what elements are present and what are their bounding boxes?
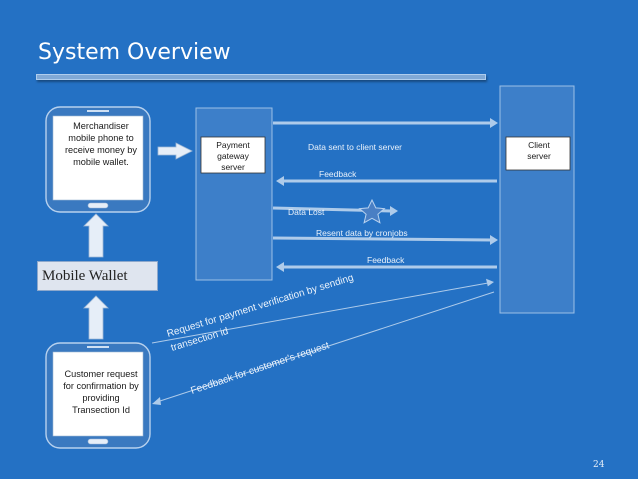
client-server-line: server	[527, 151, 551, 161]
customer-phone	[45, 342, 151, 449]
arrow-data-sent	[273, 118, 498, 128]
client-server-column	[499, 85, 575, 314]
payment-gateway-column	[195, 107, 273, 281]
merchandiser-line: Merchandiser	[73, 121, 129, 131]
arrow-feedback-2	[276, 262, 497, 272]
payment-gateway-line: gateway	[217, 151, 249, 161]
payment-gateway-line: server	[221, 162, 245, 172]
client-server-text: Client server	[506, 140, 572, 162]
arrow-wallet-to-merchandiser	[83, 213, 109, 258]
label-feedback-customer: Feedback for customer's request	[189, 340, 330, 397]
merchandiser-line: receive money by	[64, 145, 137, 155]
arrow-resent	[272, 235, 498, 245]
arrow-request-verification	[151, 278, 494, 344]
title-underline	[36, 74, 486, 80]
label-resent: Resent data by cronjobs	[316, 228, 408, 238]
merchandiser-line: mobile wallet.	[73, 157, 129, 167]
arrow-feedback-customer	[152, 291, 495, 405]
merchandiser-phone-text: Merchandiser mobile phone to receive mon…	[60, 120, 142, 168]
customer-phone-text: Customer request for confirmation by pro…	[56, 368, 146, 416]
customer-line: providing	[82, 393, 120, 403]
data-lost-star-icon	[358, 198, 386, 224]
arrow-customer-to-wallet	[83, 295, 109, 340]
label-feedback-2: Feedback	[367, 255, 405, 265]
client-server-line: Client	[528, 140, 550, 150]
page-number: 24	[593, 460, 605, 470]
payment-gateway-label-box	[200, 136, 266, 174]
customer-line: Transection Id	[72, 405, 130, 415]
payment-gateway-line: Payment	[216, 140, 250, 150]
slide-title: System Overview	[38, 40, 231, 65]
arrow-gateway-to-merchandiser	[157, 142, 193, 160]
label-data-lost: Data Lost	[288, 207, 325, 217]
payment-gateway-text: Payment gateway server	[200, 140, 266, 172]
merchandiser-phone	[45, 106, 151, 213]
label-request-verification: Request for payment verification by send…	[166, 272, 355, 339]
customer-line: for confirmation by	[63, 381, 139, 391]
client-server-label-box	[505, 136, 571, 171]
label-feedback-1: Feedback	[319, 169, 357, 179]
home-button-icon	[87, 438, 109, 445]
customer-line: Customer request	[64, 369, 138, 379]
mobile-wallet-box: Mobile Wallet	[37, 261, 158, 291]
home-button-icon	[87, 202, 109, 209]
label-data-sent: Data sent to client server	[308, 142, 402, 152]
arrow-feedback-1	[276, 176, 497, 186]
merchandiser-line: mobile phone to	[68, 133, 134, 143]
